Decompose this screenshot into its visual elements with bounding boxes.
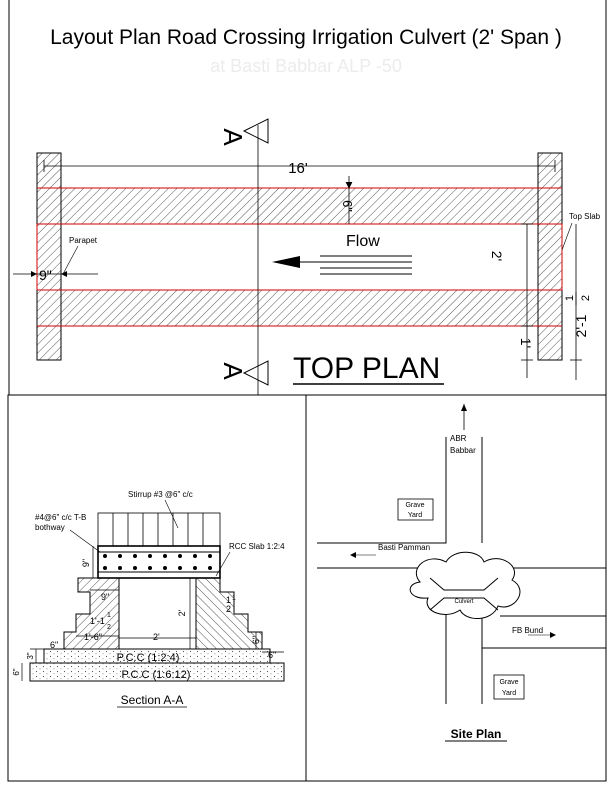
dim-right-step: 1 bbox=[226, 595, 231, 605]
sheet-frame bbox=[7, 0, 607, 782]
dim-right-step-den: 2 bbox=[226, 604, 231, 614]
section-marker-top: A bbox=[218, 128, 248, 146]
dim-opening: 2' bbox=[153, 632, 160, 642]
slab-label: RCC Slab 1:2:4 bbox=[229, 542, 285, 551]
pcc-label-upper: P.C.C (1:2:4) bbox=[117, 652, 180, 664]
dim-opening-height: 2' bbox=[177, 609, 187, 616]
rebar-label-1: #4@6" c/c T-B bbox=[35, 513, 86, 522]
grave-yard-bottom-1: Grave bbox=[499, 679, 518, 686]
dim-right-step-num: 1 bbox=[232, 595, 236, 602]
top-slab-label: Top Slab bbox=[569, 212, 601, 221]
dim-side-fraction-den: 2 bbox=[580, 295, 592, 301]
dim-side-fraction-num: 1 bbox=[564, 295, 576, 301]
culvert-cloud bbox=[409, 551, 521, 619]
rebar-label-2: bothway bbox=[35, 523, 65, 532]
top-plan-heading: TOP PLAN bbox=[293, 352, 440, 385]
lower-deck-strip bbox=[60, 289, 539, 327]
dim-span: 2' bbox=[489, 251, 505, 261]
dim-side-total: 2'-1 bbox=[573, 314, 589, 337]
culvert-symbol bbox=[429, 577, 499, 611]
grave-yard-top-1: Grave bbox=[405, 502, 424, 509]
drawing-title: Layout Plan Road Crossing Irrigation Cul… bbox=[50, 26, 562, 49]
pcc-base-upper bbox=[43, 648, 271, 664]
dim-step-base: 1'-6" bbox=[84, 632, 102, 642]
grave-yard-top-box bbox=[397, 498, 434, 521]
dim-overall-length: 16' bbox=[288, 160, 308, 177]
abr-label-1: ABR bbox=[450, 434, 467, 443]
abr-label-2: Babbar bbox=[450, 446, 476, 455]
left-parapet-block bbox=[36, 152, 62, 361]
rebar-dots bbox=[103, 554, 212, 570]
flow-label: Flow bbox=[346, 233, 380, 250]
dim-step-mid-den: 2 bbox=[107, 624, 111, 631]
section-arrow-top bbox=[242, 118, 269, 144]
stirrups bbox=[97, 512, 221, 547]
dim-offset-right: 6" bbox=[268, 650, 276, 660]
basti-pamman-label: Basti Pamman bbox=[378, 543, 430, 552]
dim-pcc-upper: 3" bbox=[26, 652, 35, 659]
section-caption: Section A-A bbox=[121, 693, 184, 707]
section-arrow-bottom bbox=[242, 360, 269, 386]
grave-yard-top-2: Yard bbox=[408, 512, 422, 519]
site-plan-caption: Site Plan bbox=[451, 727, 502, 741]
flow-arrow bbox=[272, 256, 300, 268]
grave-yard-bottom-2: Yard bbox=[502, 690, 516, 697]
dim-offset-left: 6" bbox=[50, 640, 58, 650]
grave-yard-bottom-box bbox=[493, 674, 525, 700]
section-marker-bottom: A bbox=[218, 362, 248, 380]
site-plan: ABR Babbar Grave Yard Grave Yard Basti P… bbox=[317, 404, 606, 742]
dim-parapet: 9" bbox=[39, 267, 52, 283]
dim-slab-width: 6" bbox=[340, 200, 355, 212]
dim-one-foot: 1' bbox=[518, 338, 534, 348]
culvert-label: Culvert bbox=[454, 599, 473, 605]
parapet-label: Parapet bbox=[69, 236, 98, 245]
dim-step-mid: 1'-1 bbox=[90, 616, 105, 626]
stirrup-label: Stirrup #3 @6" c/c bbox=[128, 490, 193, 499]
dim-step-mid-num: 1 bbox=[107, 612, 111, 619]
fb-bund-label: FB Bund bbox=[512, 626, 543, 635]
right-parapet-block bbox=[537, 152, 563, 361]
section-a-a: P.C.C (1:2:4) P.C.C (1:6:12) Stirrup #3 … bbox=[12, 490, 285, 708]
top-plan: A A 16' 6" Flow 2' 1' 2'-1 1 2 bbox=[13, 118, 601, 395]
drawing-subtitle: at Basti Babbar ALP -50 bbox=[210, 56, 402, 76]
rcc-slab bbox=[97, 545, 221, 579]
left-abutment bbox=[63, 577, 120, 650]
dim-wall-top: 9" bbox=[101, 592, 109, 602]
dim-step-right: 6" bbox=[251, 636, 261, 644]
upper-deck-strip bbox=[60, 187, 539, 225]
dim-pcc-lower: 6" bbox=[12, 668, 21, 675]
pcc-label-lower: P.C.C (1:6:12) bbox=[122, 669, 191, 681]
dim-slab-depth: 9" bbox=[81, 559, 91, 567]
